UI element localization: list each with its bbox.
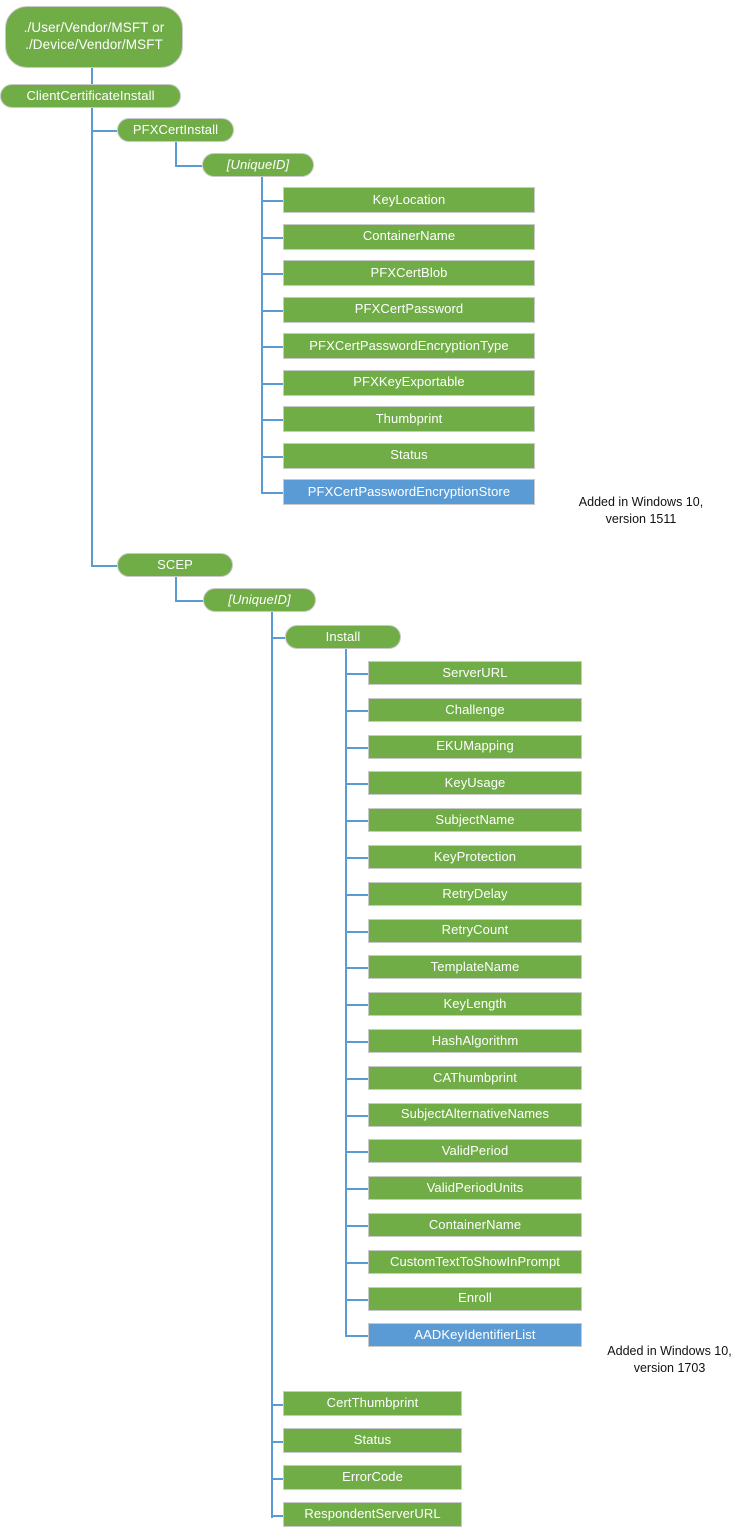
node-errorcode[interactable]: ErrorCode — [283, 1465, 462, 1490]
node-retrycount[interactable]: RetryCount — [368, 918, 582, 943]
connector-horizontal — [271, 1514, 283, 1517]
node-enroll[interactable]: Enroll — [368, 1286, 582, 1311]
node-respondentserverurl[interactable]: RespondentServerURL — [283, 1502, 462, 1527]
connector-horizontal — [271, 1403, 283, 1406]
node-client-certificate-install[interactable]: ClientCertificateInstall — [0, 84, 181, 108]
node-cathumbprint[interactable]: CAThumbprint — [368, 1065, 582, 1090]
connector-vertical — [91, 68, 93, 84]
connector-vertical — [91, 108, 93, 565]
annotation-scep-version: Added in Windows 10, version 1703 — [607, 1344, 732, 1375]
node-root[interactable]: ./User/Vendor/MSFT or ./Device/Vendor/MS… — [5, 6, 183, 68]
connector-horizontal — [175, 600, 203, 602]
node-keylocation[interactable]: KeyLocation — [283, 187, 535, 213]
node-pfxcertblob[interactable]: PFXCertBlob — [283, 260, 535, 286]
node-pfxcertpassword[interactable]: PFXCertPassword — [283, 296, 535, 323]
connector-horizontal — [261, 382, 283, 385]
connector-horizontal — [261, 273, 283, 275]
connector-horizontal — [345, 1298, 368, 1301]
node-keylength[interactable]: KeyLength — [368, 992, 582, 1017]
connector-horizontal — [175, 165, 202, 167]
connector-horizontal — [271, 637, 285, 639]
connector-horizontal — [261, 309, 283, 312]
connector-vertical — [175, 142, 177, 165]
connector-horizontal — [345, 1188, 368, 1191]
node-hashalgorithm[interactable]: HashAlgorithm — [368, 1029, 582, 1053]
node-challenge[interactable]: Challenge — [368, 697, 582, 722]
connector-horizontal — [345, 857, 368, 859]
node-scep-install[interactable]: Install — [285, 625, 401, 649]
connector-horizontal — [261, 492, 283, 494]
connector-vertical — [271, 1391, 273, 1515]
connector-horizontal — [345, 1041, 368, 1043]
connector-vertical — [175, 577, 177, 600]
node-status[interactable]: Status — [283, 442, 535, 469]
node-keyusage[interactable]: KeyUsage — [368, 771, 582, 796]
node-containername[interactable]: ContainerName — [283, 223, 535, 250]
node-status[interactable]: Status — [283, 1428, 462, 1453]
node-validperiodunits[interactable]: ValidPeriodUnits — [368, 1176, 582, 1201]
connector-vertical — [345, 649, 347, 1336]
node-pfxcertpasswordencryptiontype[interactable]: PFXCertPasswordEncryptionType — [283, 333, 535, 359]
node-pfx-cert-install[interactable]: PFXCertInstall — [117, 118, 234, 142]
node-pfxcertpasswordencryptionstore[interactable]: PFXCertPasswordEncryptionStore — [283, 479, 535, 505]
connector-horizontal — [345, 1114, 368, 1117]
connector-vertical — [261, 177, 263, 492]
node-certthumbprint[interactable]: CertThumbprint — [283, 1391, 462, 1416]
node-ekumapping[interactable]: EKUMapping — [368, 734, 582, 759]
node-pfx-unique-id[interactable]: [UniqueID] — [202, 153, 314, 177]
connector-horizontal — [345, 709, 368, 712]
node-containername[interactable]: ContainerName — [368, 1213, 582, 1237]
connector-horizontal — [261, 200, 283, 202]
node-validperiod[interactable]: ValidPeriod — [368, 1139, 582, 1164]
node-customtexttoshowinprompt[interactable]: CustomTextToShowInPrompt — [368, 1249, 582, 1274]
connector-horizontal — [91, 565, 117, 567]
connector-vertical — [271, 612, 273, 1518]
node-templatename[interactable]: TemplateName — [368, 955, 582, 980]
connector-horizontal — [345, 820, 368, 823]
connector-horizontal — [345, 1335, 368, 1338]
node-keyprotection[interactable]: KeyProtection — [368, 845, 582, 869]
connector-horizontal — [271, 1477, 283, 1480]
node-subjectname[interactable]: SubjectName — [368, 808, 582, 833]
connector-horizontal — [271, 1440, 283, 1443]
node-pfxkeyexportable[interactable]: PFXKeyExportable — [283, 369, 535, 396]
connector-horizontal — [345, 673, 368, 675]
connector-horizontal — [345, 783, 368, 786]
connector-horizontal — [345, 1261, 368, 1264]
connector-horizontal — [345, 1077, 368, 1080]
node-aadkeyidentifierlist[interactable]: AADKeyIdentifierList — [368, 1323, 582, 1348]
annotation-pfx-version: Added in Windows 10, version 1511 — [578, 495, 704, 526]
connector-horizontal — [345, 1004, 368, 1007]
connector-horizontal — [91, 130, 117, 132]
node-subjectalternativenames[interactable]: SubjectAlternativeNames — [368, 1102, 582, 1127]
connector-horizontal — [345, 746, 368, 749]
node-thumbprint[interactable]: Thumbprint — [283, 406, 535, 432]
connector-horizontal — [345, 1151, 368, 1154]
connector-horizontal — [261, 236, 283, 239]
connector-horizontal — [345, 930, 368, 933]
connector-horizontal — [345, 967, 368, 970]
connector-horizontal — [345, 893, 368, 896]
connector-horizontal — [261, 455, 283, 458]
node-serverurl[interactable]: ServerURL — [368, 661, 582, 685]
connector-horizontal — [261, 346, 283, 348]
node-retrydelay[interactable]: RetryDelay — [368, 881, 582, 906]
connector-horizontal — [345, 1225, 368, 1227]
connector-horizontal — [261, 419, 283, 421]
node-scep-unique-id[interactable]: [UniqueID] — [203, 588, 316, 612]
node-scep[interactable]: SCEP — [117, 553, 233, 577]
